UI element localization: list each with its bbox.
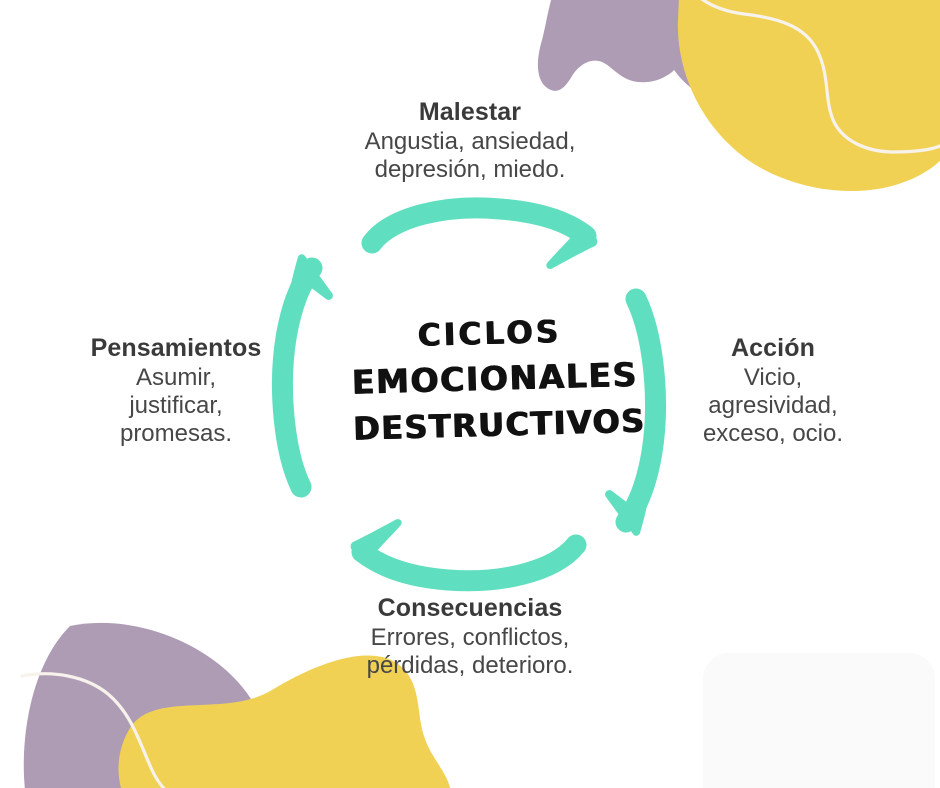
stage-pensamientos: Pensamientos Asumir, justificar, promesa…: [62, 334, 290, 448]
stage-consecuencias-desc-line-2: pérdidas, deterioro.: [366, 651, 574, 679]
center-title-line-2: EMOCIONALES: [351, 354, 639, 402]
stage-accion-desc-line-2: agresividad,: [708, 391, 838, 419]
stage-malestar-desc-line-2: depresión, miedo.: [374, 155, 566, 183]
arrow-left-up-direction: [272, 254, 333, 498]
stage-accion-title: Acción: [731, 334, 815, 362]
stage-pensamientos-desc-line-2: justificar,: [129, 391, 223, 419]
stage-malestar-title: Malestar: [418, 98, 522, 126]
stage-pensamientos-title: Pensamientos: [90, 334, 262, 362]
stage-accion-desc-line-1: Vicio,: [743, 363, 803, 391]
ghost-plate-decoration: [703, 653, 935, 788]
stage-pensamientos-desc-line-3: promesas.: [119, 420, 233, 448]
stage-consecuencias-desc-line-1: Errores, conflictos,: [370, 623, 570, 651]
stage-consecuencias-title: Consecuencias: [377, 594, 563, 622]
arrow-bottom-left-direction: [350, 519, 587, 592]
stage-accion: Acción Vicio, agresividad, exceso, ocio.: [668, 334, 878, 448]
stage-consecuencias: Consecuencias Errores, conflictos, pérdi…: [0, 594, 940, 680]
center-title: CICLOS EMOCIONALES DESTRUCTIVOS: [350, 308, 647, 452]
arrow-right-down-direction: [605, 288, 666, 536]
center-title-line-3: DESTRUCTIVOS: [352, 401, 647, 448]
stage-pensamientos-desc-line-1: Asumir,: [135, 363, 216, 391]
stage-malestar: Malestar Angustia, ansiedad, depresión, …: [0, 98, 940, 184]
arrow-top-right-direction: [361, 197, 598, 269]
center-title-line-1: CICLOS: [417, 314, 562, 355]
stage-accion-desc-line-3: exceso, ocio.: [702, 420, 844, 448]
stage-malestar-desc-line-1: Angustia, ansiedad,: [364, 127, 576, 155]
